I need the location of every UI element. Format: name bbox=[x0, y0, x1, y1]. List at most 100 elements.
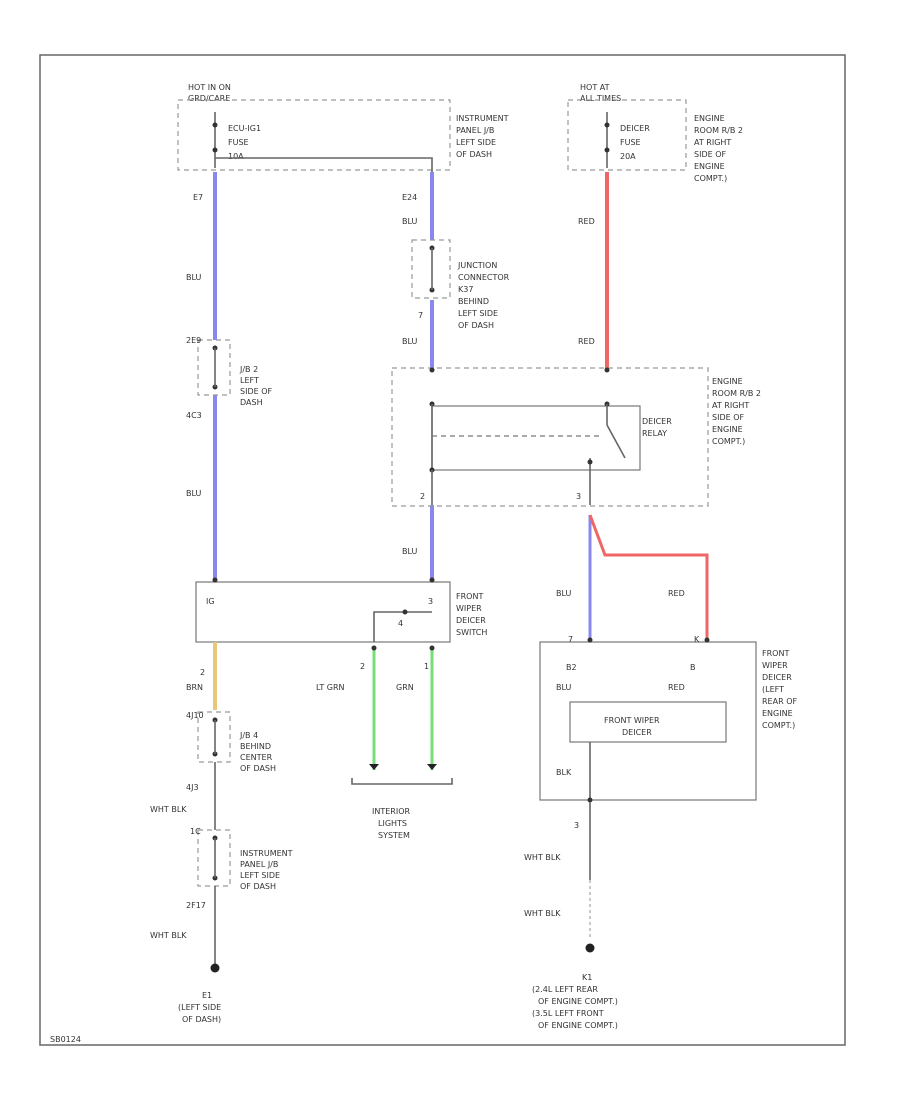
svg-text:DEICER: DEICER bbox=[642, 417, 672, 426]
right-red-wire: RED RED bbox=[578, 172, 609, 370]
svg-text:E7: E7 bbox=[193, 193, 203, 202]
svg-text:OF DASH: OF DASH bbox=[240, 882, 276, 891]
svg-text:WHT BLK: WHT BLK bbox=[150, 805, 187, 814]
svg-text:DEICER: DEICER bbox=[622, 728, 652, 737]
svg-text:E24: E24 bbox=[402, 193, 417, 202]
svg-text:LEFT SIDE: LEFT SIDE bbox=[456, 138, 496, 147]
svg-text:REAR OF: REAR OF bbox=[762, 697, 797, 706]
interior-lights-system: INTERIOR LIGHTS SYSTEM bbox=[372, 807, 411, 840]
svg-text:2: 2 bbox=[420, 492, 425, 501]
svg-text:SIDE OF: SIDE OF bbox=[712, 413, 744, 422]
svg-text:J/B 2: J/B 2 bbox=[239, 365, 258, 374]
svg-text:ROOM R/B 2: ROOM R/B 2 bbox=[694, 126, 743, 135]
svg-text:2: 2 bbox=[200, 668, 205, 677]
svg-text:BLU: BLU bbox=[186, 489, 202, 498]
svg-text:INSTRUMENT: INSTRUMENT bbox=[240, 849, 293, 858]
svg-text:SWITCH: SWITCH bbox=[456, 628, 487, 637]
brn-wire: 2 BRN bbox=[186, 642, 217, 710]
svg-text:SIDE OF: SIDE OF bbox=[694, 150, 726, 159]
svg-text:E1: E1 bbox=[202, 991, 212, 1000]
svg-text:HOT IN ON: HOT IN ON bbox=[188, 83, 231, 92]
fuse-panel-1: HOT IN ON GRD/CARE ECU-IG1 FUSE 10A INST… bbox=[177, 83, 509, 172]
svg-text:INTERIOR: INTERIOR bbox=[372, 807, 411, 816]
svg-text:INSTRUMENT: INSTRUMENT bbox=[456, 114, 509, 123]
svg-text:SIDE OF: SIDE OF bbox=[240, 387, 272, 396]
svg-text:OF DASH: OF DASH bbox=[456, 150, 492, 159]
svg-text:4C3: 4C3 bbox=[186, 411, 202, 420]
svg-text:ENGINE: ENGINE bbox=[712, 425, 743, 434]
fuse-panel-2: HOT AT ALL TIMES DEICER FUSE 20A ENGINE … bbox=[567, 83, 743, 183]
ground-k1: 3 WHT BLK WHT BLK K1 (2.4L LEFT REAR OF … bbox=[524, 797, 618, 1030]
svg-text:AT RIGHT: AT RIGHT bbox=[694, 138, 731, 147]
svg-text:PANEL J/B: PANEL J/B bbox=[240, 860, 278, 869]
svg-text:1: 1 bbox=[424, 662, 429, 671]
instrument-panel-2: 1C INSTRUMENT PANEL J/B LEFT SIDE OF DAS… bbox=[186, 827, 293, 910]
svg-text:WHT BLK: WHT BLK bbox=[524, 909, 561, 918]
svg-text:7: 7 bbox=[418, 311, 423, 320]
svg-text:BLU: BLU bbox=[556, 589, 572, 598]
svg-text:FRONT: FRONT bbox=[456, 592, 483, 601]
svg-text:DEICER: DEICER bbox=[762, 673, 792, 682]
svg-text:20A: 20A bbox=[620, 152, 636, 161]
svg-text:BLU: BLU bbox=[556, 683, 572, 692]
svg-text:FUSE: FUSE bbox=[620, 138, 641, 147]
svg-text:SYSTEM: SYSTEM bbox=[378, 831, 410, 840]
svg-text:OF DASH: OF DASH bbox=[240, 764, 276, 773]
jb4-block: 4J10 J/B 4 BEHIND CENTER OF DASH 4J3 bbox=[186, 711, 276, 792]
svg-text:CONNECTOR: CONNECTOR bbox=[458, 273, 510, 282]
svg-text:HOT AT: HOT AT bbox=[580, 83, 610, 92]
svg-text:K1: K1 bbox=[582, 973, 592, 982]
svg-text:ENGINE: ENGINE bbox=[762, 709, 793, 718]
svg-text:WIPER: WIPER bbox=[456, 604, 482, 613]
svg-text:(3.5L LEFT FRONT: (3.5L LEFT FRONT bbox=[532, 1009, 604, 1018]
svg-text:ECU-IG1: ECU-IG1 bbox=[228, 124, 261, 133]
svg-text:WIPER: WIPER bbox=[762, 661, 788, 670]
svg-text:BEHIND: BEHIND bbox=[240, 742, 271, 751]
front-wiper-deicer-switch: IG 3 4 FRONT WIPER DEICER SWITCH bbox=[195, 577, 487, 643]
svg-text:BLU: BLU bbox=[402, 217, 418, 226]
mid-blu-wire: E24 BLU BLU BLU 7 bbox=[402, 172, 434, 580]
svg-text:7: 7 bbox=[568, 635, 573, 644]
svg-text:OF ENGINE COMPT.): OF ENGINE COMPT.) bbox=[538, 997, 618, 1006]
svg-text:B: B bbox=[690, 663, 696, 672]
svg-text:COMPT.): COMPT.) bbox=[694, 174, 727, 183]
svg-text:BLK: BLK bbox=[556, 768, 572, 777]
svg-text:LEFT SIDE: LEFT SIDE bbox=[240, 871, 280, 880]
svg-text:2F17: 2F17 bbox=[186, 901, 206, 910]
svg-text:4: 4 bbox=[398, 619, 403, 628]
svg-text:3: 3 bbox=[576, 492, 581, 501]
svg-text:2: 2 bbox=[360, 662, 365, 671]
svg-text:J/B 4: J/B 4 bbox=[239, 731, 258, 740]
svg-text:ENGINE: ENGINE bbox=[694, 114, 725, 123]
svg-text:RELAY: RELAY bbox=[642, 429, 667, 438]
junction-connector: JUNCTION CONNECTOR K37 BEHIND LEFT SIDE … bbox=[411, 239, 510, 330]
svg-text:DASH: DASH bbox=[240, 398, 263, 407]
svg-text:GRN: GRN bbox=[396, 683, 414, 692]
svg-text:4J10: 4J10 bbox=[186, 711, 204, 720]
svg-text:3: 3 bbox=[428, 597, 433, 606]
svg-text:LEFT SIDE: LEFT SIDE bbox=[458, 309, 498, 318]
svg-text:WHT BLK: WHT BLK bbox=[524, 853, 561, 862]
svg-text:RED: RED bbox=[578, 337, 595, 346]
svg-text:FUSE: FUSE bbox=[228, 138, 249, 147]
svg-text:LIGHTS: LIGHTS bbox=[378, 819, 407, 828]
svg-text:DEICER: DEICER bbox=[620, 124, 650, 133]
svg-text:2E9: 2E9 bbox=[186, 336, 201, 345]
svg-text:OF DASH): OF DASH) bbox=[182, 1015, 221, 1024]
ground-e1: WHT BLK E1 (LEFT SIDE OF DASH) bbox=[150, 886, 221, 1024]
svg-text:AT RIGHT: AT RIGHT bbox=[712, 401, 749, 410]
svg-text:FRONT: FRONT bbox=[762, 649, 789, 658]
diagram-frame bbox=[39, 54, 846, 1046]
svg-text:CENTER: CENTER bbox=[240, 753, 273, 762]
page-code: SB0124 bbox=[50, 1035, 81, 1044]
svg-text:4J3: 4J3 bbox=[186, 783, 199, 792]
svg-text:JUNCTION: JUNCTION bbox=[457, 261, 497, 270]
svg-text:FRONT WIPER: FRONT WIPER bbox=[604, 716, 660, 725]
svg-text:BLU: BLU bbox=[402, 547, 418, 556]
svg-text:WHT BLK: WHT BLK bbox=[150, 931, 187, 940]
svg-text:COMPT.): COMPT.) bbox=[762, 721, 795, 730]
svg-text:LT GRN: LT GRN bbox=[316, 683, 345, 692]
svg-text:RED: RED bbox=[668, 683, 685, 692]
svg-text:COMPT.): COMPT.) bbox=[712, 437, 745, 446]
relay-block: DEICER RELAY ENGINE ROOM R/B 2 AT RIGHT … bbox=[391, 367, 761, 507]
